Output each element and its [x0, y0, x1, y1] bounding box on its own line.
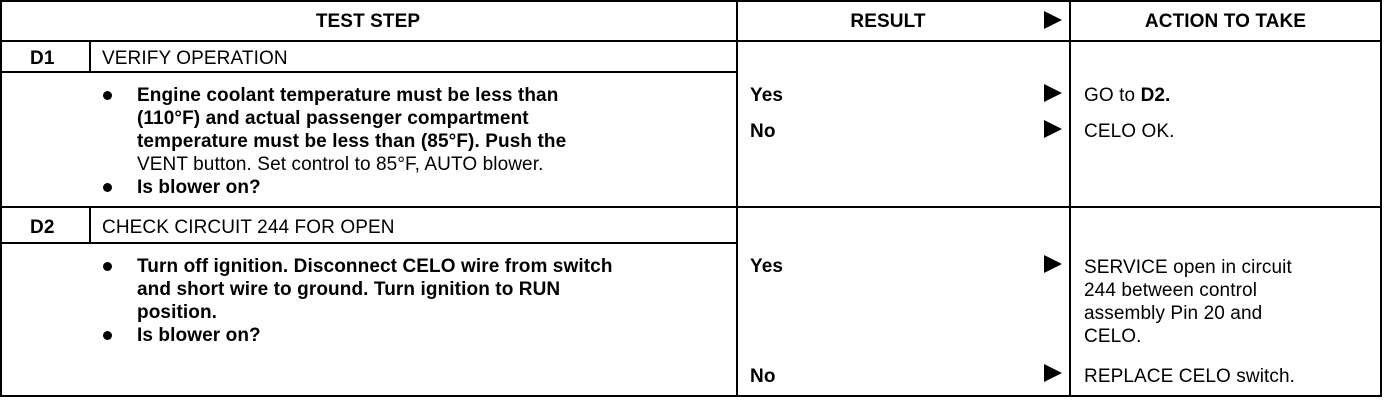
- step-title-d2: CHECK CIRCUIT 244 FOR OPEN: [102, 217, 395, 238]
- action-d1-no: CELO OK.: [1084, 121, 1175, 142]
- step-id-d1: D1: [30, 48, 55, 69]
- question-d2: Is blower on?: [137, 325, 261, 346]
- instruction-line: VENT button. Set control to 85°F, AUTO b…: [137, 154, 544, 175]
- action-d1-yes-prefix: GO to: [1084, 85, 1141, 106]
- header-test-step: TEST STEP: [315, 11, 421, 32]
- bullet-icon: [103, 183, 112, 192]
- header-arrow-icon: [1044, 11, 1062, 29]
- question-d1: Is blower on?: [137, 177, 261, 198]
- arrow-icon: [1044, 84, 1062, 102]
- d2-title-bottom-border: [0, 242, 738, 244]
- step-title-d1: VERIFY OPERATION: [102, 48, 288, 69]
- bullet-icon: [103, 262, 112, 271]
- action-d2-yes-line: SERVICE open in circuit: [1084, 257, 1292, 278]
- arrow-icon: [1044, 120, 1062, 138]
- instruction-line: temperature must be less than (85°F). Pu…: [137, 131, 567, 152]
- id-column-divider-d1: [89, 40, 91, 72]
- step-id-d2: D2: [30, 217, 55, 238]
- result-d1-yes: Yes: [750, 85, 784, 106]
- result-column-divider: [736, 0, 738, 397]
- action-d2-yes-line: 244 between control: [1084, 280, 1258, 301]
- table-top-border: [0, 0, 1382, 2]
- action-column-divider: [1069, 0, 1071, 397]
- action-d2-yes-line: assembly Pin 20 and: [1084, 303, 1263, 324]
- instruction-line: and short wire to ground. Turn ignition …: [137, 279, 561, 300]
- id-column-divider-d2: [89, 206, 91, 243]
- action-d2-yes-line: CELO.: [1084, 326, 1142, 347]
- instruction-line: position.: [137, 302, 218, 323]
- header-result: RESULT: [850, 11, 926, 32]
- bullet-icon: [103, 91, 112, 100]
- instruction-line: Turn off ignition. Disconnect CELO wire …: [137, 256, 613, 277]
- instruction-line: Engine coolant temperature must be less …: [137, 85, 559, 106]
- d1-bottom-border: [0, 206, 1382, 208]
- header-bottom-border: [0, 40, 1382, 42]
- arrow-icon: [1044, 364, 1062, 382]
- result-d2-no: No: [750, 366, 776, 387]
- table-right-border: [1380, 0, 1382, 397]
- bullet-icon: [103, 331, 112, 340]
- header-action: ACTION TO TAKE: [1144, 11, 1307, 32]
- instruction-line: (110°F) and actual passenger compartment: [137, 108, 529, 129]
- action-d2-no: REPLACE CELO switch.: [1084, 366, 1296, 387]
- table-left-border: [0, 0, 2, 397]
- d1-title-bottom-border: [0, 71, 738, 73]
- result-d1-no: No: [750, 121, 776, 142]
- table-bottom-border: [0, 395, 1382, 397]
- action-d1-yes: GO to D2.: [1084, 84, 1170, 107]
- arrow-icon: [1044, 255, 1062, 273]
- action-d1-yes-step-link: D2.: [1140, 85, 1171, 106]
- result-d2-yes: Yes: [750, 256, 784, 277]
